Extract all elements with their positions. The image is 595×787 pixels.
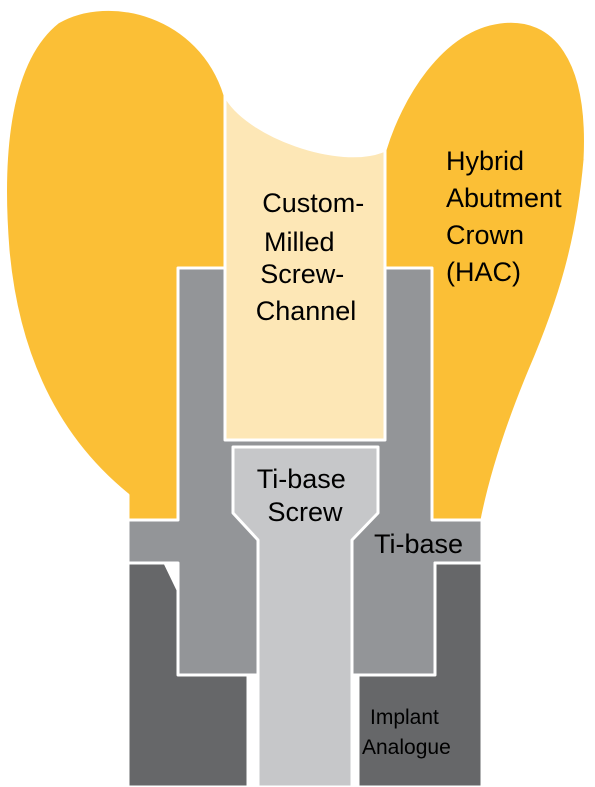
label-crown-line2: Abutment <box>446 183 562 213</box>
implant-analogue-right <box>356 561 484 787</box>
label-screw-channel-line2: Milled <box>264 227 335 257</box>
label-ti-base-screw-line1: Ti-base <box>257 464 346 494</box>
label-crown-line3: Crown <box>446 220 524 250</box>
label-screw-channel-line1: Custom- <box>262 188 364 218</box>
implant-analogue-left <box>126 561 250 787</box>
label-ti-base: Ti-base <box>374 529 463 559</box>
label-crown-line4: (HAC) <box>446 257 521 287</box>
label-ti-base-screw: Ti-base Screw <box>257 464 354 527</box>
label-screw-channel: Custom- Milled Screw- Channel <box>256 188 372 326</box>
label-ti-base-screw-line2: Screw <box>267 497 343 527</box>
ti-base-screw-shape <box>231 445 380 787</box>
label-implant-analogue-line1: Implant <box>370 706 439 729</box>
label-crown-line1: Hybrid <box>446 146 524 176</box>
screw-channel-shape <box>223 93 387 442</box>
label-screw-channel-line4: Channel <box>256 296 357 326</box>
label-implant-analogue-line2: Analogue <box>362 736 451 759</box>
label-implant-analogue: Implant Analogue <box>362 706 451 759</box>
label-screw-channel-line3: Screw- <box>260 259 344 289</box>
label-crown: Hybrid Abutment Crown (HAC) <box>446 146 569 287</box>
